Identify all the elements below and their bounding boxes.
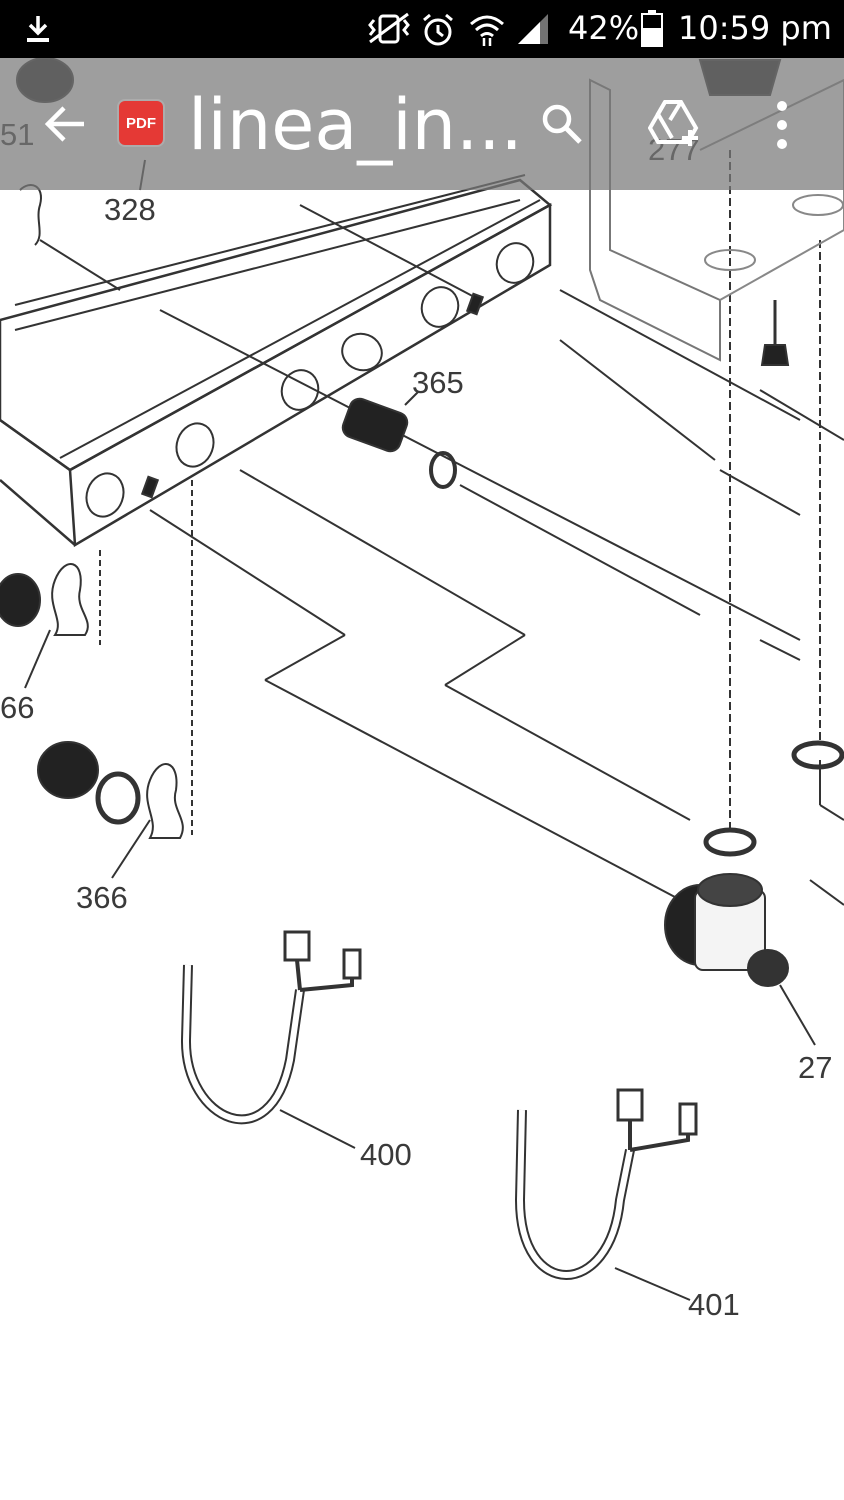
battery-percent: 42% [568, 9, 640, 47]
clock: 10:59 pm [678, 9, 832, 47]
callout-366: 366 [76, 880, 128, 915]
pdf-file-icon: PDF [119, 101, 163, 145]
callout-366-top: 66 [0, 690, 34, 725]
callout-365: 365 [412, 365, 464, 400]
download-icon [27, 16, 49, 42]
wifi-icon [470, 15, 504, 46]
callout-328: 328 [104, 192, 156, 227]
vibrate-icon [368, 12, 410, 44]
document-title[interactable]: linea_in... [188, 84, 518, 166]
callout-401: 401 [688, 1287, 740, 1322]
search-icon[interactable] [540, 102, 584, 146]
drive-add-icon[interactable] [648, 100, 700, 148]
battery-icon [641, 10, 663, 47]
back-arrow-icon[interactable] [44, 104, 86, 144]
alarm-icon [423, 13, 453, 46]
more-vert-icon[interactable] [772, 100, 792, 150]
callout-400: 400 [360, 1137, 412, 1172]
signal-icon [518, 14, 548, 44]
callout-27: 27 [798, 1050, 832, 1085]
status-bar: 42% 10:59 pm [0, 0, 844, 58]
app-toolbar: PDF linea_in... [0, 58, 844, 190]
